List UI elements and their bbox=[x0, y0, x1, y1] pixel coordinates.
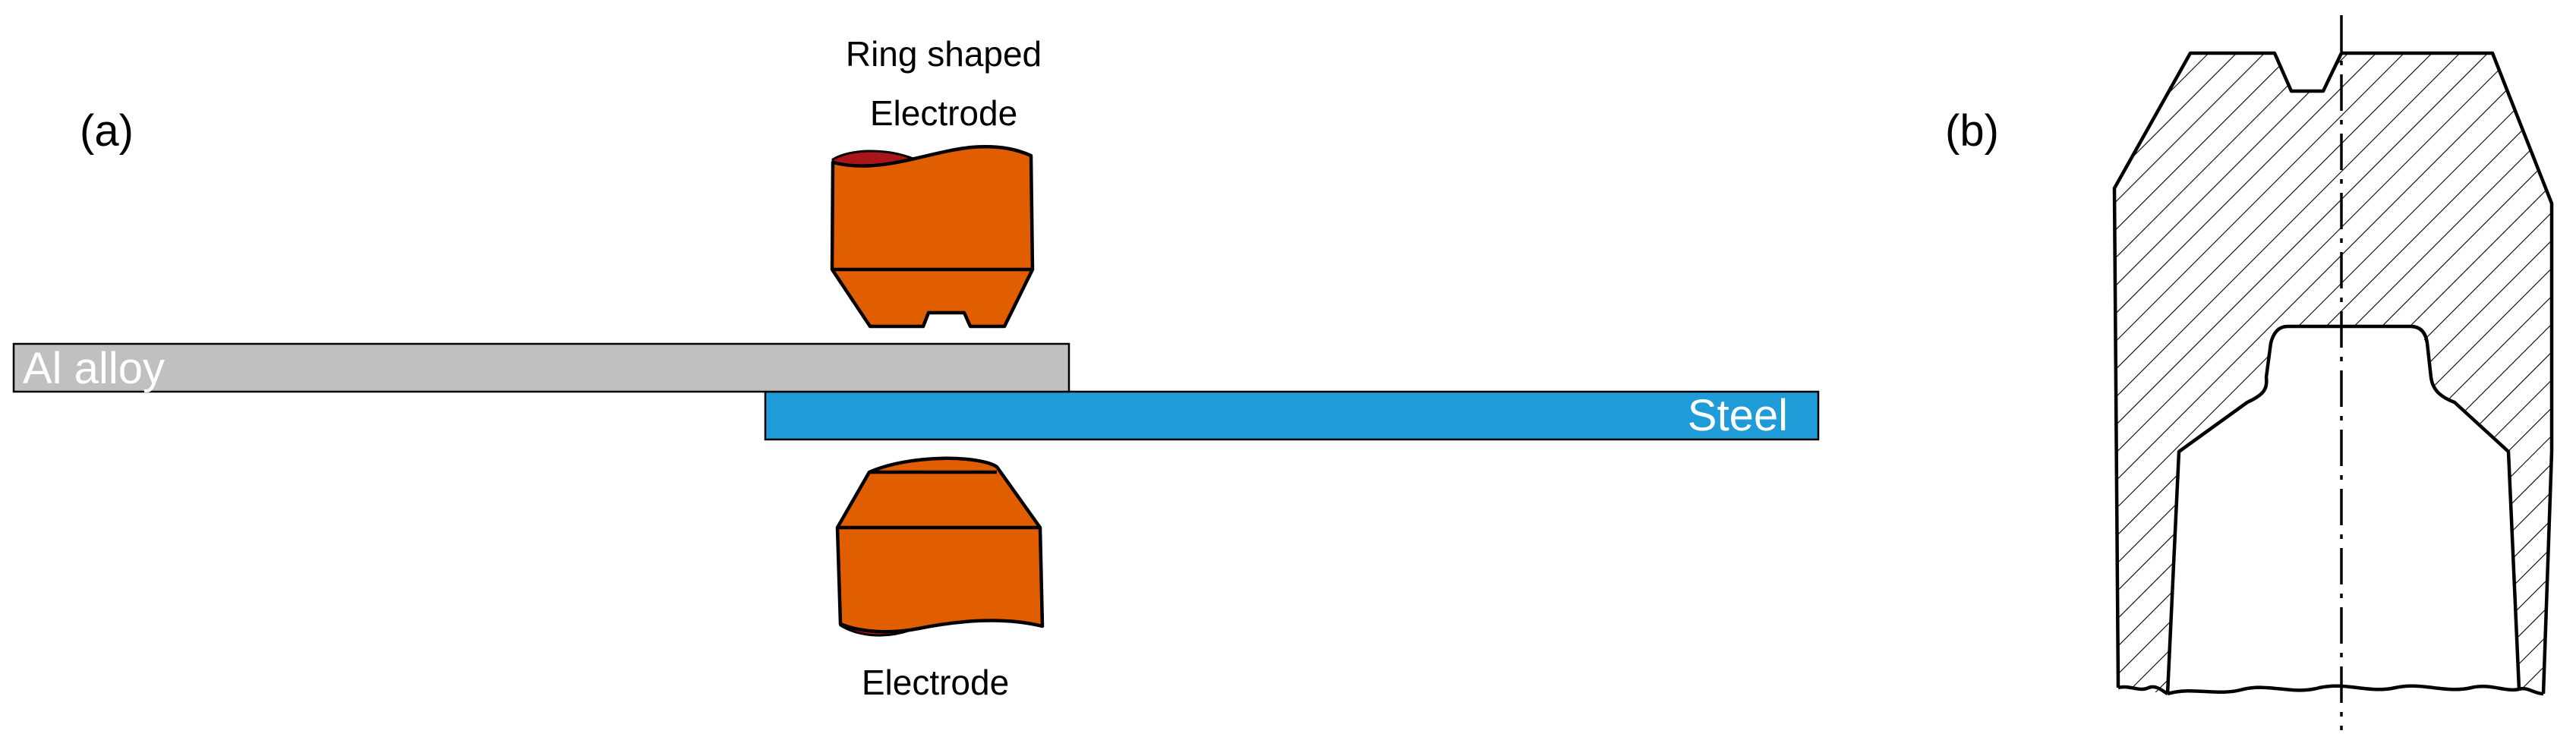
steel-sheet-plate bbox=[764, 390, 1820, 441]
panel-a: (a) Ring shaped Electrode Steel Al alloy… bbox=[12, 34, 1820, 702]
aluminium-sheet-plate bbox=[12, 342, 1070, 393]
bottom-electrode-body bbox=[835, 456, 1045, 634]
aluminium-sheet: Al alloy bbox=[12, 342, 1070, 393]
cross-section-outer-contour bbox=[2112, 51, 2554, 695]
ring-shaped-electrode-label-line2: Electrode bbox=[870, 93, 1017, 133]
cross-section-inner-cavity bbox=[2165, 324, 2521, 695]
bottom-electrode bbox=[835, 456, 1045, 637]
panel-b: (b) bbox=[1945, 15, 2554, 730]
electrode-cross-section bbox=[2112, 15, 2554, 730]
cross-section-hatching bbox=[2114, 53, 2552, 694]
ring-shaped-electrode-label-line1: Ring shaped bbox=[846, 34, 1042, 74]
panel-b-label: (b) bbox=[1945, 106, 1999, 156]
panel-a-label: (a) bbox=[80, 106, 134, 156]
bottom-electrode-label: Electrode bbox=[862, 663, 1009, 702]
ring-shaped-electrode bbox=[830, 145, 1035, 329]
steel-sheet: Steel bbox=[764, 390, 1820, 441]
ring-electrode-body bbox=[830, 145, 1035, 329]
steel-sheet-label: Steel bbox=[1688, 391, 1788, 440]
cross-section-break-line bbox=[2117, 684, 2544, 696]
aluminium-sheet-label: Al alloy bbox=[23, 344, 165, 393]
